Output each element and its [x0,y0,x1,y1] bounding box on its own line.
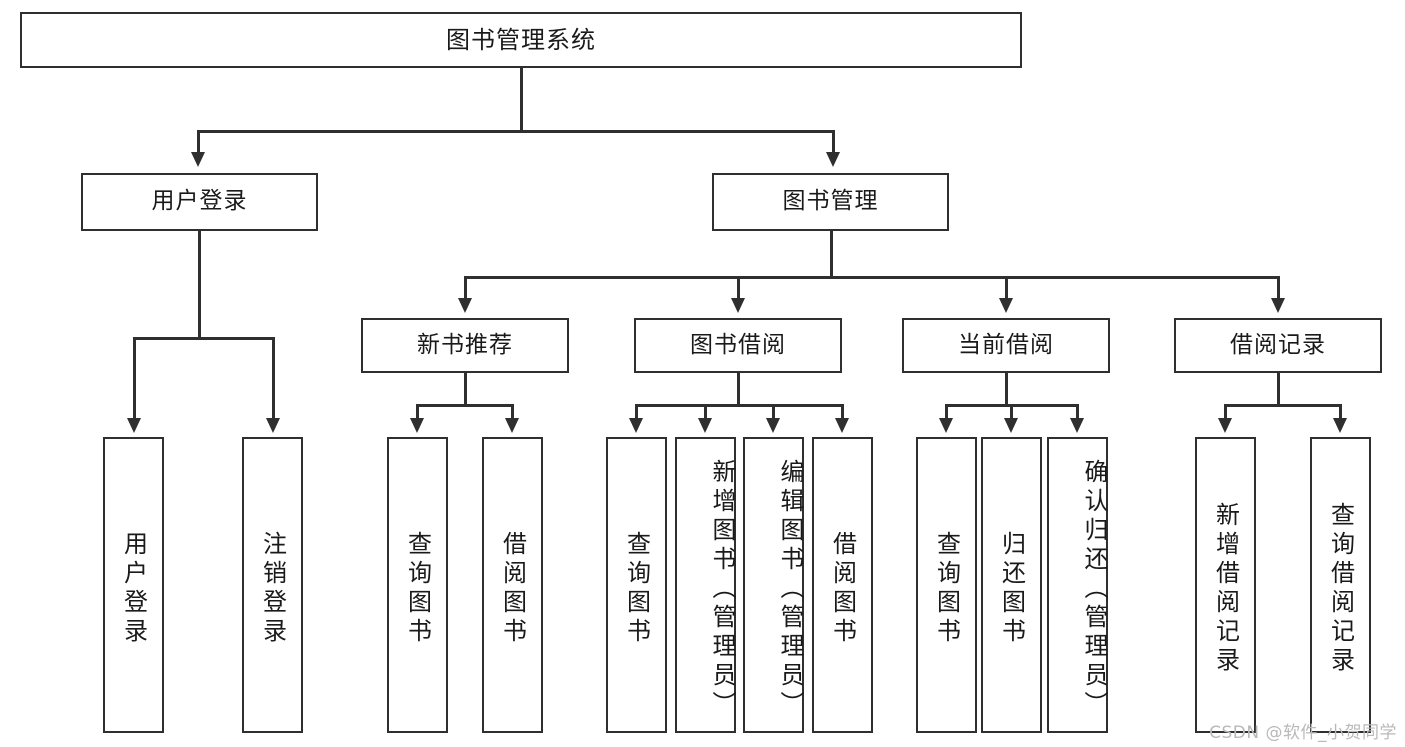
connector-user-login-stem [198,231,201,338]
leaf-br-add-record[interactable]: 新增借阅记录 [1195,437,1256,733]
connector-level1-bus [197,130,834,133]
connector-drop-book-mgmt [832,130,835,155]
arrowhead-leaf-user-login [127,418,141,433]
connector-drop-bb-borrow [841,404,844,420]
connector-drop-user-login [197,130,200,155]
node-book-management[interactable]: 图书管理 [712,173,949,231]
connector-drop-nb-borrow [511,404,514,420]
connector-root-stem [520,68,523,130]
node-current-borrow[interactable]: 当前借阅 [902,318,1110,373]
node-label: 查询图书 [932,531,961,647]
arrowhead-bb-add [698,418,712,433]
leaf-user-login[interactable]: 用户登录 [103,437,164,733]
node-borrow-record[interactable]: 借阅记录 [1174,318,1382,373]
node-label: 新增图书（管理员） [708,458,736,720]
arrowhead-new-book [458,298,472,313]
node-label: 图书管理 [782,188,879,215]
node-label: 确认归还（管理员） [1080,458,1108,720]
leaf-cb-confirm-return[interactable]: 确认归还（管理员） [1047,437,1108,733]
arrowhead-leaf-logout [266,418,280,433]
connector-drop-cb-return [1010,404,1013,420]
arrowhead-bb-borrow [835,418,849,433]
connector-drop-br-query [1339,404,1342,420]
node-new-book-recommend[interactable]: 新书推荐 [361,318,569,373]
connector-drop-borrow-record [1277,276,1280,301]
connector-drop-new-book [464,276,467,301]
arrowhead-borrow-record [1271,298,1285,313]
arrowhead-bb-edit [766,418,780,433]
node-user-login[interactable]: 用户登录 [81,173,318,231]
node-label: 注销登录 [258,531,287,647]
arrowhead-cb-query [939,418,953,433]
connector-drop-leaf-user-login [133,337,136,419]
arrowhead-cb-confirm [1070,418,1084,433]
leaf-br-query-record[interactable]: 查询借阅记录 [1310,437,1371,733]
node-label: 查询借阅记录 [1326,502,1355,676]
node-label: 借阅记录 [1230,331,1326,358]
leaf-bb-borrow-book[interactable]: 借阅图书 [812,437,873,733]
watermark-credit: CSDN @软件_小贺同学 [1209,723,1397,743]
node-label: 借阅图书 [498,531,527,647]
connector-drop-bb-edit [772,404,775,420]
leaf-nb-query-book[interactable]: 查询图书 [387,437,448,733]
arrowhead-bb-query [629,418,643,433]
connector-drop-nb-query [416,404,419,420]
connector-drop-current-borrow [1005,276,1008,301]
connector-drop-bb-query [635,404,638,420]
node-root-system[interactable]: 图书管理系统 [20,12,1022,68]
leaf-cb-return-book[interactable]: 归还图书 [981,437,1042,733]
connector-drop-br-add [1224,404,1227,420]
arrowhead-nb-query [410,418,424,433]
node-label: 编辑图书（管理员） [776,458,804,720]
leaf-bb-query-book[interactable]: 查询图书 [606,437,667,733]
node-label: 当前借阅 [958,331,1054,358]
connector-borrow-record-stem [1277,373,1280,406]
node-label: 借阅图书 [828,531,857,647]
node-book-borrow[interactable]: 图书借阅 [634,318,842,373]
connector-drop-book-borrow [737,276,740,301]
connector-current-borrow-stem [1005,373,1008,406]
node-label: 图书管理系统 [446,25,596,54]
connector-drop-bb-add [704,404,707,420]
node-label: 查询图书 [403,531,432,647]
arrowhead-br-add [1218,418,1232,433]
leaf-nb-borrow-book[interactable]: 借阅图书 [482,437,543,733]
connector-book-mgmt-stem [830,231,833,278]
arrowhead-book-borrow [731,298,745,313]
connector-borrow-record-bus [1224,404,1341,407]
node-label: 归还图书 [997,531,1026,647]
connector-user-login-bus [133,337,275,340]
connector-drop-leaf-logout [272,337,275,419]
arrowhead-cb-return [1004,418,1018,433]
node-label: 新增借阅记录 [1211,502,1240,676]
node-label: 用户登录 [151,188,248,215]
connector-new-book-stem [464,373,467,406]
connector-book-borrow-bus [635,404,843,407]
connector-level2-bus [464,276,1278,279]
arrowhead-current-borrow [999,298,1013,313]
leaf-bb-edit-book[interactable]: 编辑图书（管理员） [743,437,804,733]
node-label: 图书借阅 [690,331,786,358]
node-label: 用户登录 [119,531,148,647]
node-label: 新书推荐 [417,331,513,358]
arrowhead-br-query [1333,418,1347,433]
arrowhead-user-login [191,152,205,167]
leaf-bb-add-book[interactable]: 新增图书（管理员） [675,437,736,733]
leaf-logout[interactable]: 注销登录 [242,437,303,733]
connector-book-borrow-stem [737,373,740,406]
connector-drop-cb-query [945,404,948,420]
arrowhead-book-mgmt [826,152,840,167]
leaf-cb-query-book[interactable]: 查询图书 [916,437,977,733]
connector-new-book-bus [416,404,513,407]
connector-drop-cb-confirm [1076,404,1079,420]
node-label: 查询图书 [622,531,651,647]
arrowhead-nb-borrow [505,418,519,433]
